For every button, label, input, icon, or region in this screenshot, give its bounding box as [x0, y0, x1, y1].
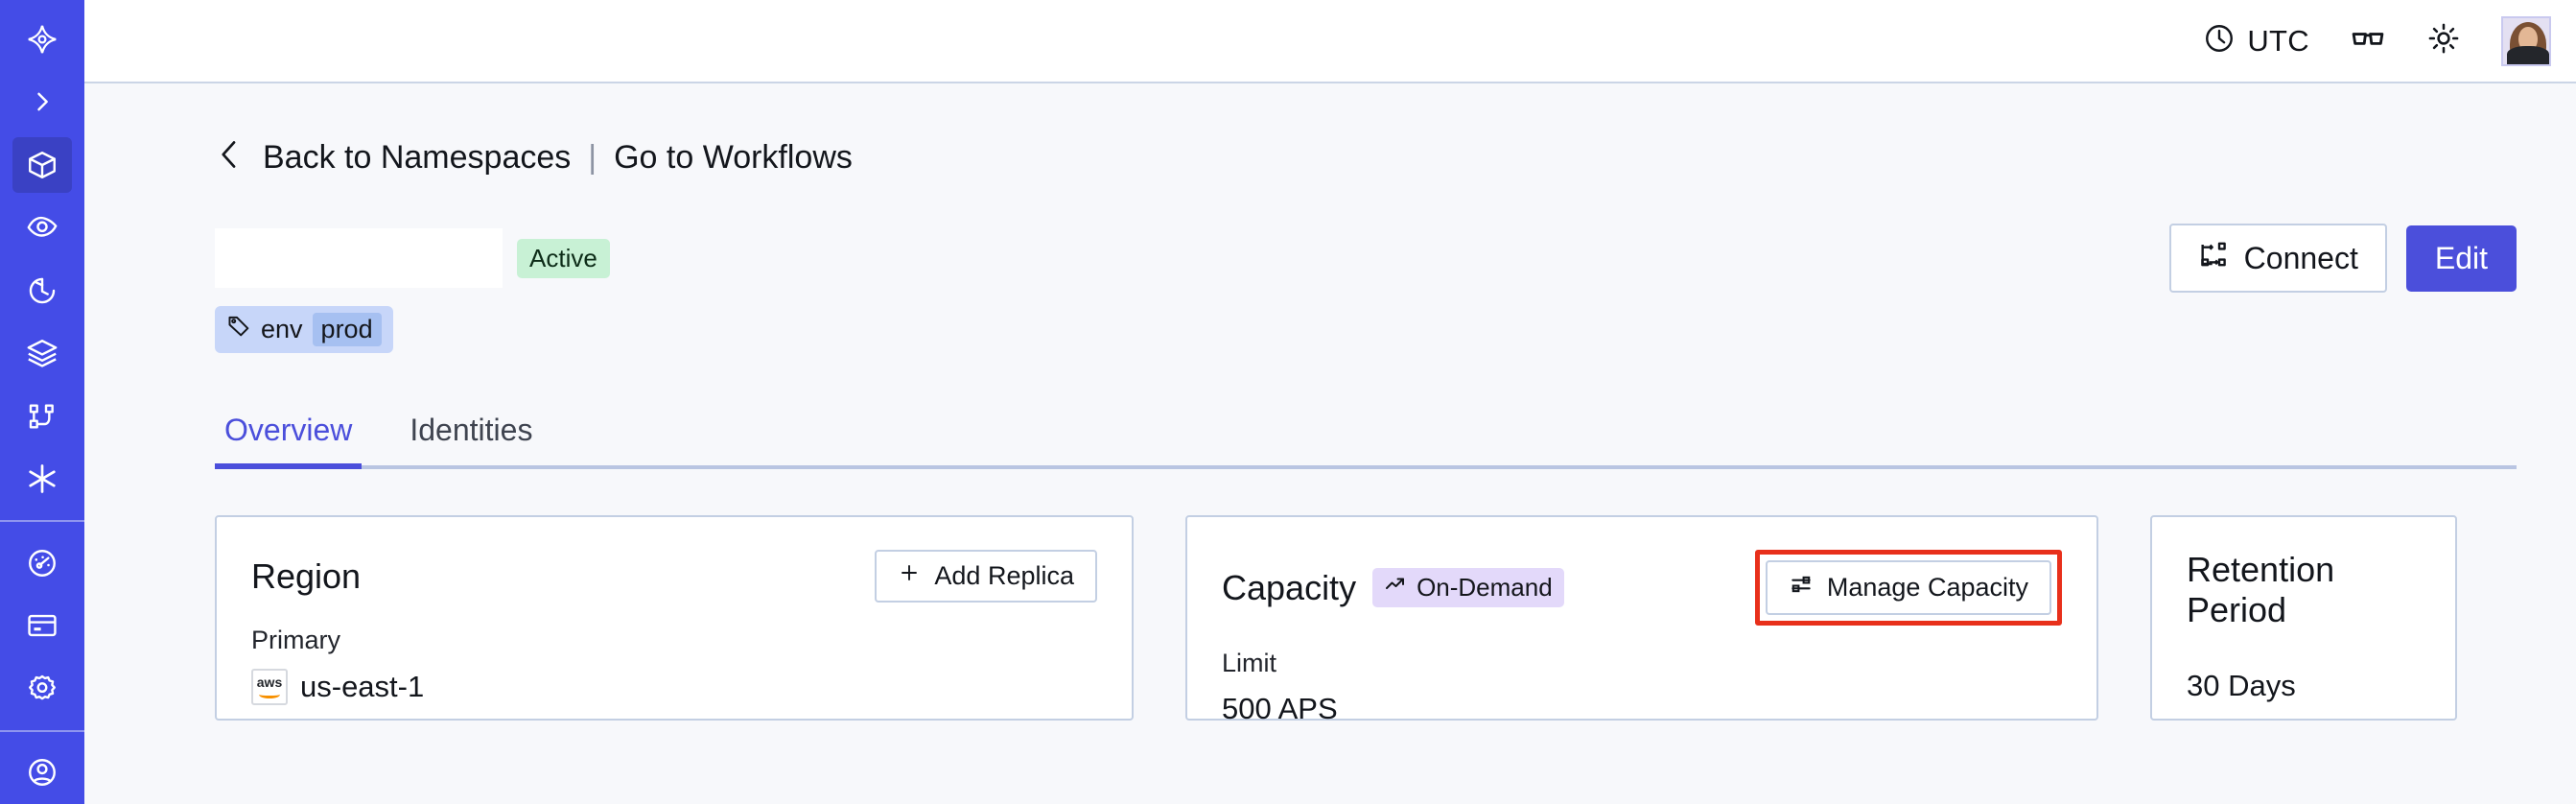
- avatar-body: [2507, 45, 2549, 64]
- credit-card-icon: [26, 609, 59, 642]
- primary-sidebar: [0, 0, 84, 804]
- temporal-logo-icon: [26, 23, 59, 56]
- add-replica-label: Add Replica: [934, 561, 1074, 590]
- capacity-limit-value: 500 APS: [1222, 692, 1338, 725]
- layers-icon: [26, 337, 59, 369]
- sidebar-item-usage[interactable]: [12, 535, 72, 591]
- capacity-card-header: Capacity On-Demand: [1222, 550, 2062, 626]
- region-primary-value: us-east-1: [300, 670, 425, 703]
- edit-button[interactable]: Edit: [2405, 225, 2517, 292]
- sun-icon: [2426, 21, 2461, 60]
- capacity-mode-badge: On-Demand: [1372, 568, 1564, 607]
- region-card-action: Add Replica: [875, 550, 1097, 603]
- status-badge: Active: [517, 238, 610, 278]
- tag-value: prod: [312, 313, 382, 346]
- readonly-toggle[interactable]: [2350, 20, 2386, 61]
- aws-logo-smile: [259, 691, 280, 698]
- tab-identities[interactable]: Identities: [410, 413, 533, 447]
- tag-env[interactable]: env prod: [215, 306, 393, 353]
- tag-key: env: [261, 315, 303, 343]
- chevron-left-icon[interactable]: [215, 136, 244, 179]
- region-card: Region Add Replica: [215, 515, 1134, 721]
- connect-icon: [2198, 239, 2229, 277]
- trending-up-icon: [1384, 573, 1407, 603]
- capacity-card: Capacity On-Demand: [1185, 515, 2098, 725]
- clock-rewind-icon: [26, 274, 59, 307]
- retention-value: 30 Days: [2187, 669, 2296, 702]
- back-to-namespaces-link[interactable]: Back to Namespaces: [263, 139, 572, 176]
- region-primary-value-row: aws us-east-1: [251, 669, 1097, 705]
- sidebar-item-workflows[interactable]: [12, 389, 72, 444]
- sidebar-item-schedules[interactable]: [12, 263, 72, 319]
- region-card-header: Region Add Replica: [251, 550, 1097, 603]
- manage-capacity-button[interactable]: Manage Capacity: [1765, 560, 2051, 615]
- retention-card: Retention Period 30 Days: [2150, 515, 2457, 721]
- user-circle-icon: [26, 756, 59, 789]
- namespace-tags: env prod: [215, 306, 2517, 353]
- clock-icon: [2203, 22, 2236, 59]
- gear-icon: [26, 673, 59, 705]
- sidebar-item-nexus[interactable]: [12, 452, 72, 508]
- sidebar-item-account[interactable]: [12, 745, 72, 801]
- avatar-face: [2518, 26, 2538, 52]
- sidebar-divider-2: [0, 729, 84, 732]
- region-primary-label: Primary: [251, 626, 340, 654]
- plus-icon: [898, 561, 921, 591]
- chevron-right-icon: [29, 88, 56, 115]
- sidebar-item-namespaces[interactable]: [12, 137, 72, 193]
- namespace-title-row: Active: [215, 224, 2517, 293]
- add-replica-button[interactable]: Add Replica: [875, 550, 1097, 603]
- theme-toggle[interactable]: [2426, 21, 2461, 60]
- gauge-icon: [26, 547, 59, 579]
- avatar[interactable]: [2501, 15, 2551, 66]
- retention-card-title: Retention Period: [2187, 550, 2335, 629]
- capacity-limit-label: Limit: [1222, 649, 1277, 677]
- manage-capacity-highlight: Manage Capacity: [1754, 550, 2062, 626]
- region-card-title: Region: [251, 556, 362, 596]
- namespace-actions: Connect Edit: [2168, 224, 2517, 293]
- sidebar-item-billing[interactable]: [12, 599, 72, 654]
- tab-overview[interactable]: Overview: [215, 413, 363, 469]
- capacity-mode-label: On-Demand: [1417, 573, 1553, 602]
- breadcrumb: Back to Namespaces | Go to Workflows: [215, 136, 2517, 179]
- sidebar-item-settings[interactable]: [12, 661, 72, 717]
- main-content: Back to Namespaces | Go to Workflows Act…: [84, 83, 2576, 804]
- eye-icon: [26, 211, 59, 244]
- asterisk-icon: [25, 461, 59, 496]
- timezone-label: UTC: [2247, 23, 2309, 58]
- sidebar-item-workers[interactable]: [12, 326, 72, 382]
- sidebar-item-observability[interactable]: [12, 201, 72, 256]
- git-branch-icon: [27, 401, 58, 432]
- overview-cards: Region Add Replica: [215, 515, 2517, 725]
- aws-logo-icon: aws: [251, 669, 288, 705]
- sliders-icon: [1789, 572, 1814, 603]
- top-header-bar: UTC: [84, 0, 2576, 83]
- capacity-card-action: Manage Capacity: [1754, 550, 2062, 626]
- glasses-icon: [2350, 20, 2386, 61]
- connect-button[interactable]: Connect: [2168, 224, 2387, 293]
- connect-button-label: Connect: [2243, 240, 2358, 275]
- sidebar-item-expand-nav[interactable]: [12, 75, 72, 130]
- sidebar-divider-1: [0, 520, 84, 522]
- tag-icon: [226, 314, 251, 345]
- manage-capacity-label: Manage Capacity: [1826, 573, 2028, 602]
- sidebar-item-logo[interactable]: [12, 12, 72, 67]
- namespace-title-redacted: [215, 228, 503, 288]
- retention-card-header: Retention Period: [2187, 550, 2421, 630]
- timezone-selector[interactable]: UTC: [2203, 22, 2309, 59]
- tab-bar: Overview Identities: [215, 413, 2517, 469]
- breadcrumb-separator: |: [588, 139, 597, 176]
- cube-icon: [26, 149, 59, 181]
- go-to-workflows-link[interactable]: Go to Workflows: [614, 139, 853, 176]
- capacity-card-title: Capacity: [1222, 567, 1357, 607]
- aws-logo-text: aws: [256, 674, 283, 690]
